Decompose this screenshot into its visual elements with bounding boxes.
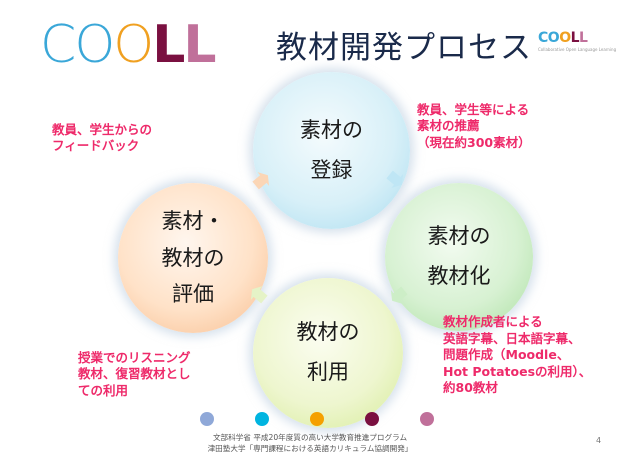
dot-4 [365, 412, 379, 426]
step-use-line1: 教材の [296, 320, 360, 345]
step-register-line1: 素材の [300, 117, 363, 142]
note-material-creation: 教材作成者による 英語字幕、日本語字幕、 問題作成（Moodle、 Hot Po… [443, 314, 592, 395]
step-evaluate-line3: 評価 [172, 282, 214, 307]
arrow-top-to-right-icon [386, 170, 404, 188]
page-title: 教材開発プロセス [276, 30, 532, 66]
logo-letter-o1: O [74, 15, 115, 75]
cooll-logo: C O O L L [40, 15, 216, 75]
dot-5 [420, 412, 434, 426]
note-feedback: 教員、学生からの フィードバック [52, 122, 153, 154]
step-evaluate-circle: 素材・ 教材の 評価 [118, 183, 268, 333]
logo-letter-o2: O [113, 15, 154, 75]
logo-letter-c: C [40, 15, 76, 75]
small-logo-tagline: Collaborative Open Language Learning [538, 47, 617, 52]
arrow-left-to-top-icon [252, 172, 270, 190]
logo-letter-l1: L [152, 15, 185, 75]
step-material-circle: 素材の 教材化 [385, 183, 533, 331]
page-number: 4 [596, 436, 602, 445]
note-classroom-use: 授業でのリスニング 教材、復習教材とし ての利用 [78, 350, 191, 398]
step-register-circle: 素材の 登録 [253, 72, 410, 229]
dot-3 [310, 412, 324, 426]
arrow-bottom-to-left-icon [250, 286, 268, 304]
note-recommendation: 教員、学生等による 素材の推薦 （現在約300素材） [417, 102, 531, 150]
dot-2 [255, 412, 269, 426]
step-use-line2: 利用 [307, 360, 349, 384]
step-material-line2: 教材化 [427, 264, 491, 288]
step-use-circle: 教材の 利用 [253, 278, 403, 428]
arrow-right-to-bottom-icon [390, 286, 408, 304]
step-evaluate-line1: 素材・ [161, 208, 225, 233]
step-material-line1: 素材の [427, 224, 491, 249]
step-register-line2: 登録 [310, 157, 353, 182]
dot-1 [200, 412, 214, 426]
step-evaluate-line2: 教材の [161, 245, 225, 270]
logo-letter-l2: L [183, 15, 216, 75]
cooll-small-logo: COOLL Collaborative Open Language Learni… [538, 30, 617, 52]
footer-credit: 文部科学省 平成20年度質の高い大学教育推進プログラム 津田塾大学「専門課程にお… [207, 433, 413, 453]
decorative-dots [200, 412, 440, 432]
